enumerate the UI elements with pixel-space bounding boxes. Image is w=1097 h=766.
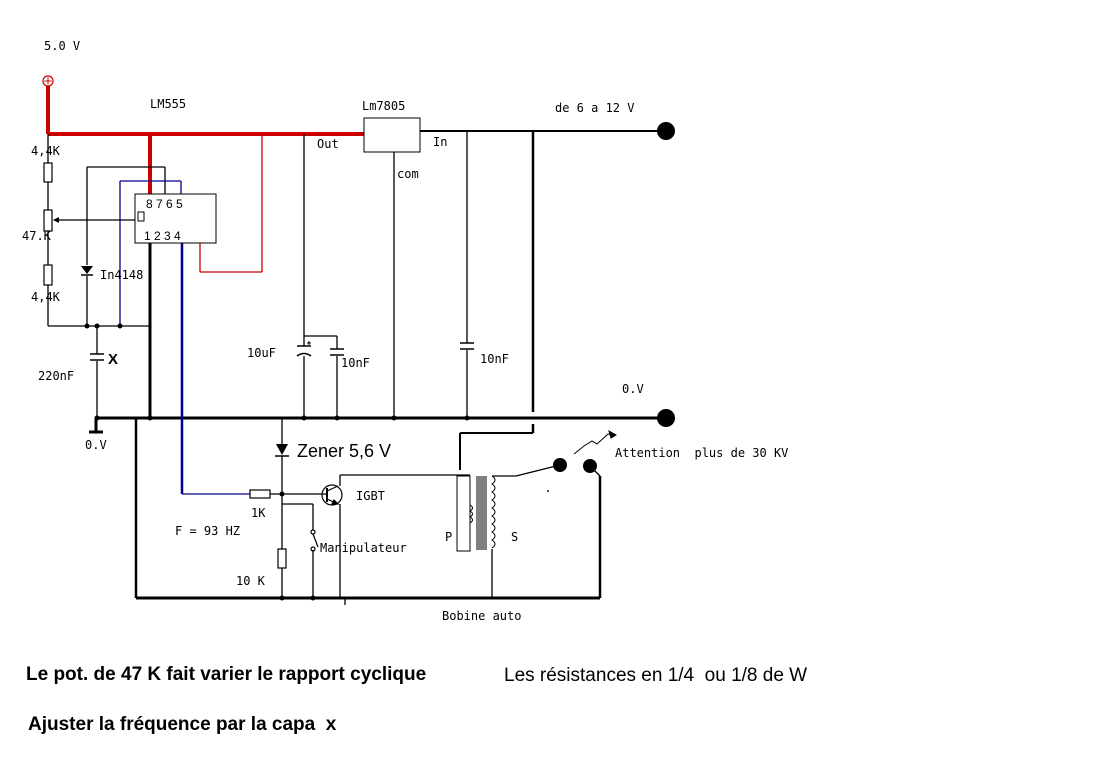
note-resistors: Les résistances en 1/4 ou 1/8 de W xyxy=(504,665,808,686)
zener-diode-icon xyxy=(275,444,289,457)
diode-1n4148-icon xyxy=(81,266,93,276)
capacitor-10uf xyxy=(296,341,312,357)
label-lm7805: Lm7805 xyxy=(362,99,405,113)
label-in: In xyxy=(433,135,447,149)
ignition-coil xyxy=(456,475,496,552)
spark-arrow-icon xyxy=(573,429,617,455)
capacitor-x xyxy=(90,353,104,361)
label-primary: P xyxy=(445,530,452,544)
signal-wiring xyxy=(119,180,250,495)
label-out: Out xyxy=(317,137,339,151)
label-cap-10nf-b: 10nF xyxy=(480,352,509,366)
label-manipulateur: Manipulateur xyxy=(320,541,407,555)
supply-5v-rail xyxy=(46,86,364,273)
label-cap-220: 220nF xyxy=(38,369,74,383)
label-r-10k: 10 K xyxy=(236,574,266,588)
lm555-chip: 8 7 6 5 1 2 3 4 xyxy=(134,193,217,244)
label-com: com xyxy=(397,167,419,181)
label-cap-10uf: 10uF xyxy=(247,346,276,360)
input-terminal-icon xyxy=(657,122,675,140)
label-bobine: Bobine auto xyxy=(442,609,521,623)
resistor-4k4-top xyxy=(43,162,53,183)
igbt-transistor-icon xyxy=(321,484,343,506)
resistor-10k xyxy=(277,548,287,569)
lm7805-regulator xyxy=(363,117,421,153)
spark-gap-left-icon xyxy=(553,458,567,472)
spark-gap-right-icon xyxy=(583,459,597,473)
label-r-top: 4,4K xyxy=(31,144,61,158)
label-lm555: LM555 xyxy=(150,97,186,111)
note-pot: Le pot. de 47 K fait varier le rapport c… xyxy=(26,664,427,685)
lm555-pins-top: 8 7 6 5 xyxy=(146,197,183,211)
resistor-1k xyxy=(249,489,271,499)
junction-dots xyxy=(84,323,470,601)
label-attention: Attention plus de 30 KV xyxy=(615,446,788,460)
black-wiring xyxy=(47,130,662,605)
label-r-1k: 1K xyxy=(251,506,266,520)
label-zener: Zener 5,6 V xyxy=(297,441,391,461)
label-cap-x: X xyxy=(108,351,118,368)
capacitor-10nf-out xyxy=(330,348,344,356)
resistor-4k4-bottom xyxy=(43,264,53,286)
label-diode: In4148 xyxy=(100,268,143,282)
label-pot: 47.K xyxy=(22,229,52,243)
label-zero-v-left: 0.V xyxy=(85,438,107,452)
ground-terminal-icon xyxy=(657,409,675,427)
potentiometer-47k xyxy=(43,209,59,232)
label-secondary: S xyxy=(511,530,518,544)
plus-terminal-icon xyxy=(42,75,54,87)
label-cap-10nf-a: 10nF xyxy=(341,356,370,370)
label-input-voltage: de 6 a 12 V xyxy=(555,101,634,115)
label-supply-5v: 5.0 V xyxy=(44,39,80,53)
capacitor-10nf-in xyxy=(460,342,474,350)
manipulateur-switch-icon xyxy=(310,529,319,552)
label-freq: F = 93 HZ xyxy=(175,524,240,538)
label-zero-v-right: 0.V xyxy=(622,382,644,396)
note-freq: Ajuster la fréquence par la capa x xyxy=(28,714,337,735)
lm555-pins-bottom: 1 2 3 4 xyxy=(144,229,181,243)
label-igbt: IGBT xyxy=(356,489,385,503)
label-r-bottom: 4,4K xyxy=(31,290,61,304)
